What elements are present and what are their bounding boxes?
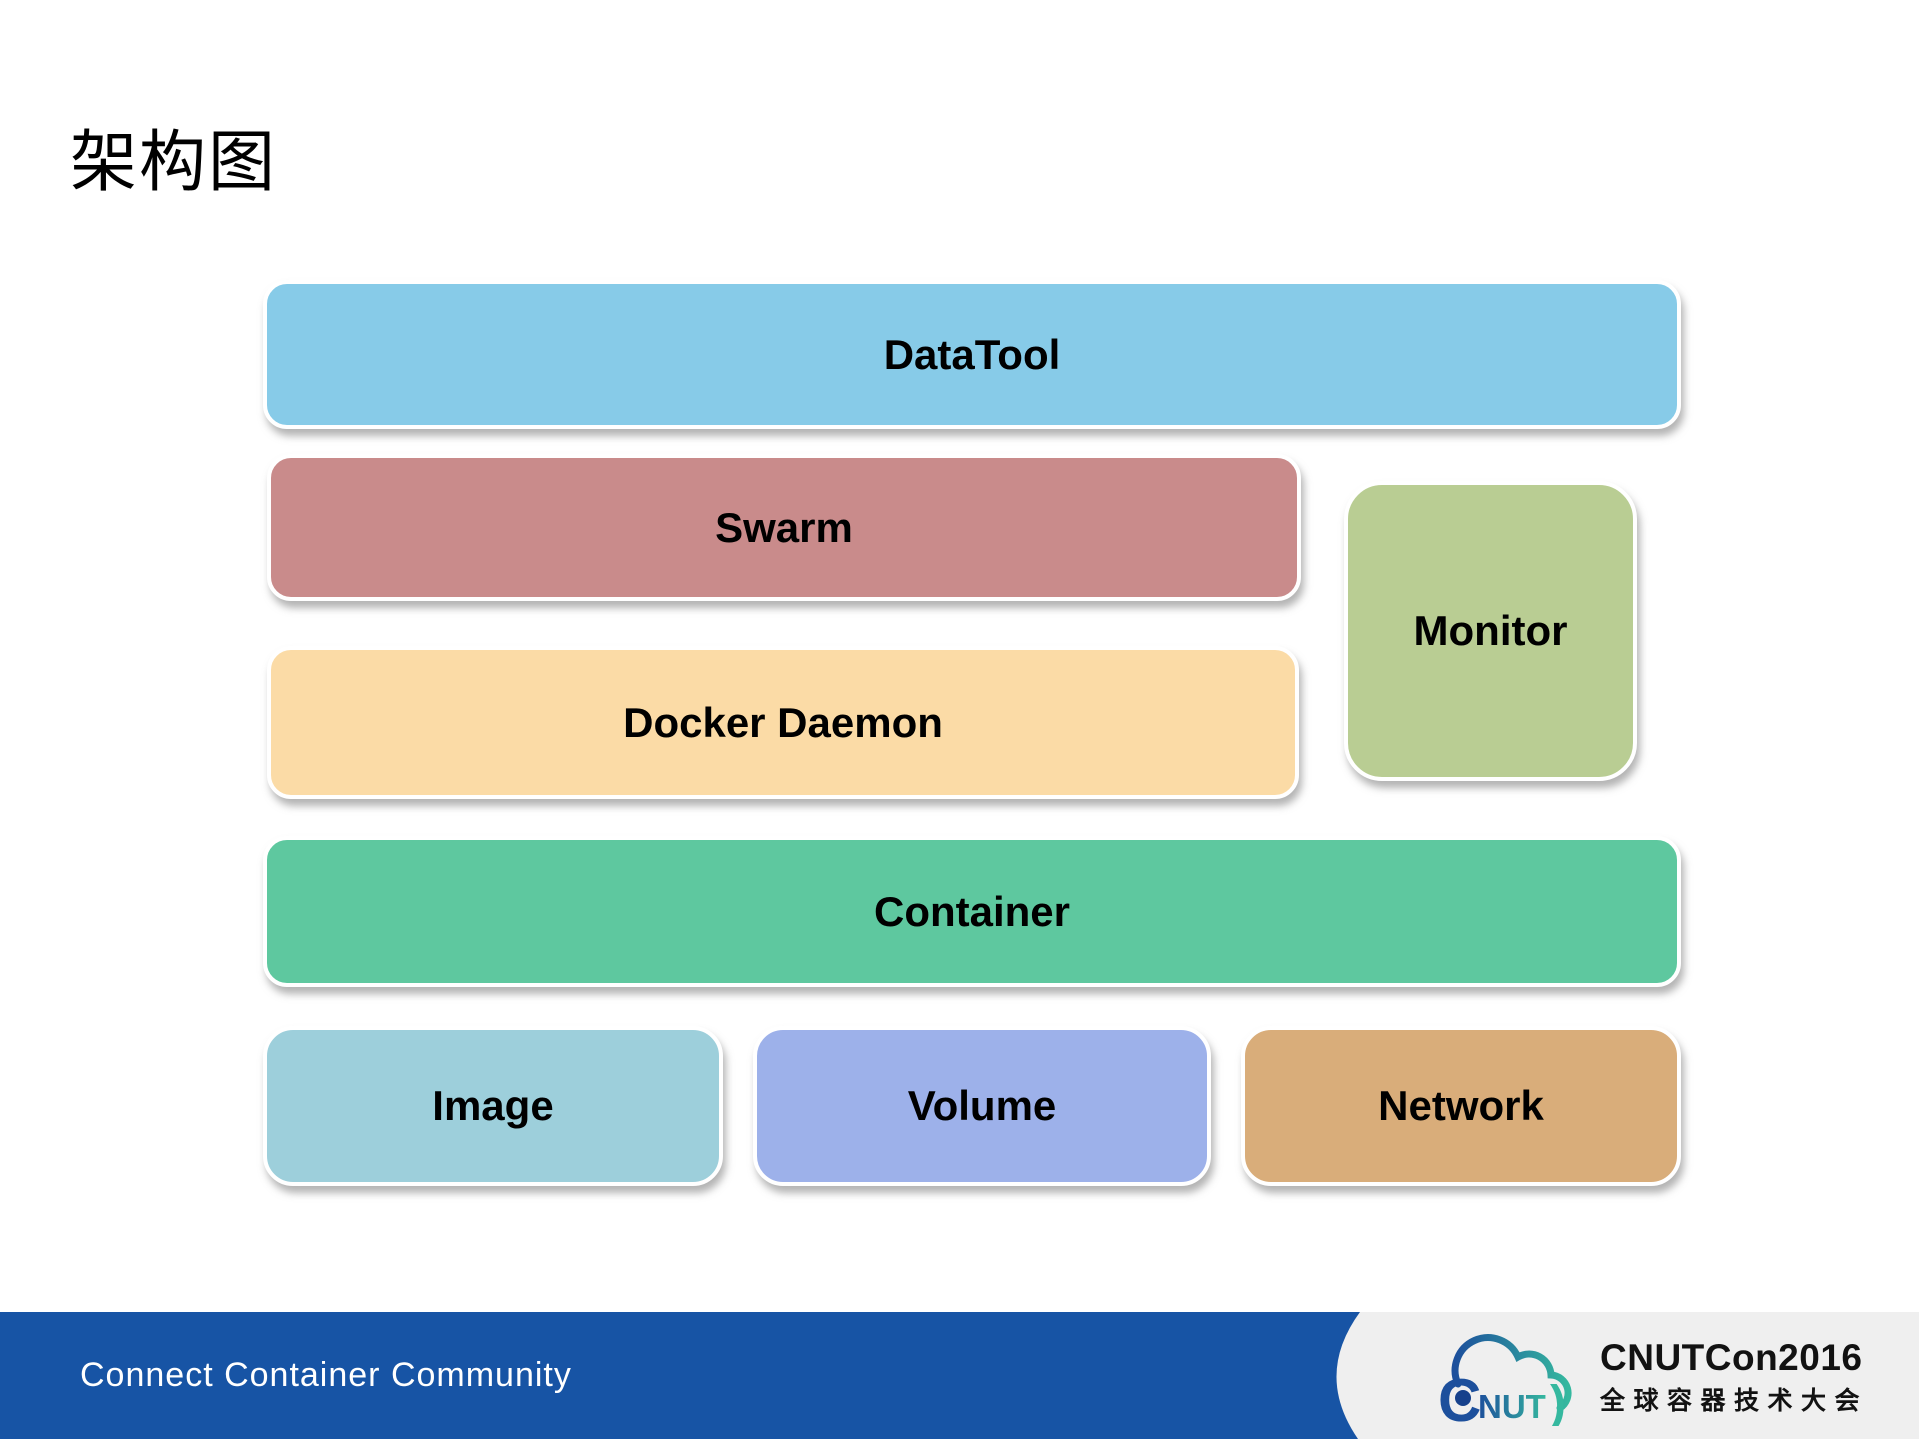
cnut-cloud-icon: C NUT ) xyxy=(1438,1334,1572,1426)
footer-logo-panel xyxy=(1336,1312,1919,1439)
diagram-box-docker-daemon: Docker Daemon xyxy=(267,646,1299,799)
diagram-box-monitor: Monitor xyxy=(1344,481,1637,781)
diagram-box-network: Network xyxy=(1241,1026,1681,1186)
diagram-box-docker-daemon-label: Docker Daemon xyxy=(623,698,943,746)
diagram-box-datatool: DataTool xyxy=(263,280,1681,429)
logo-title: CNUTCon2016 xyxy=(1600,1336,1863,1378)
logo-paren: ) xyxy=(1550,1377,1566,1426)
logo-text-block: CNUTCon2016 全球容器技术大会 xyxy=(1600,1336,1869,1418)
diagram-box-image: Image xyxy=(263,1026,723,1186)
logo-nut-letters: NUT xyxy=(1478,1388,1546,1425)
diagram-box-swarm-label: Swarm xyxy=(715,503,853,551)
diagram-box-image-label: Image xyxy=(432,1082,554,1129)
logo-nut-dot xyxy=(1455,1390,1471,1406)
page-title: 架构图 xyxy=(70,125,277,200)
diagram-box-volume-label: Volume xyxy=(907,1082,1057,1129)
diagram-box-swarm: Swarm xyxy=(267,454,1301,601)
logo-subtitle: 全球容器技术大会 xyxy=(1600,1387,1869,1416)
diagram-box-datatool-label: DataTool xyxy=(883,330,1061,378)
diagram-box-network-label: Network xyxy=(1378,1082,1544,1129)
diagram-box-container: Container xyxy=(263,836,1681,987)
diagram-box-monitor-label: Monitor xyxy=(1413,607,1568,654)
conference-logo: C NUT ) CNUTCon2016 全球容器技术大会 xyxy=(1438,1330,1868,1426)
diagram-box-volume: Volume xyxy=(753,1026,1211,1186)
diagram-box-container-label: Container xyxy=(873,887,1070,935)
footer-tagline: Connect Container Community xyxy=(80,1356,572,1394)
